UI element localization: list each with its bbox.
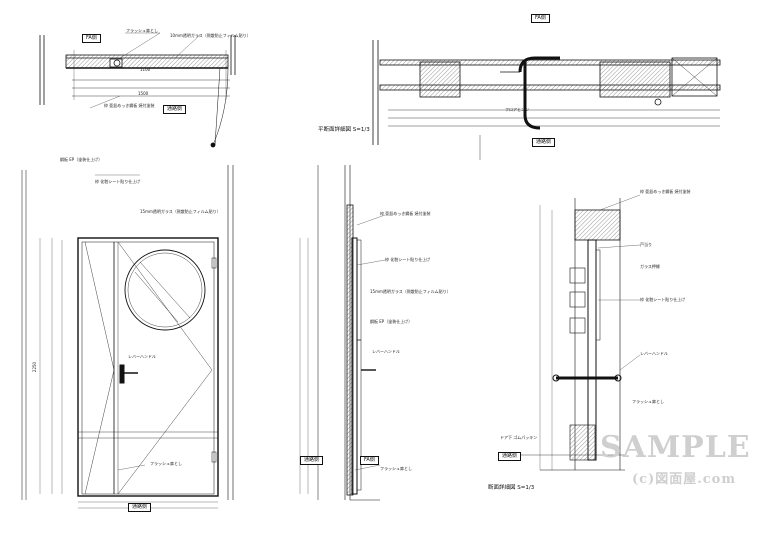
fa-side-tag-left: FA側 [82,34,101,43]
watermark-copyright: (c)図面屋.com [632,472,737,487]
dim-1100: 1100 [140,67,151,72]
note-flush-door-detail: フラッシュ扉とし [632,399,664,404]
corridor-tag-detail: 通路側 [498,452,522,461]
leader-lines [89,32,641,471]
plan-title: 平断面詳細図 S=1/3 [318,127,370,133]
corridor-tag-right: 通路側 [532,138,556,147]
note-handle: レバーハンドル [128,354,156,359]
door-section-detail [520,198,625,471]
note-flush-door-elev: フラッシュ扉とし [150,461,182,466]
note-floor-hinge: フロアヒンジ [505,107,529,112]
fa-side-tag-right: FA側 [531,14,550,23]
section-title: 断面詳細図 S=1/3 [488,485,535,491]
plan-view-left [39,35,236,148]
note-flush-door: フラッシュ扉とし [126,28,158,33]
note-steel-section: 鋼板 EP（塗装仕上げ） [370,319,413,324]
note-stopper-detail: 戸当り [640,242,652,247]
door-elevation [21,165,234,509]
note-flush-door-section: フラッシュ扉とし [380,466,412,471]
note-sheet-finish: 枠 化粧シート貼り仕上げ [95,179,141,184]
note-handle-section: レバーハンドル [372,349,400,354]
note-sheet-detail: 枠 化粧シート貼り仕上げ [640,297,686,302]
corridor-tag-left: 通路側 [163,105,187,114]
note-bottom-seal: ドア下 ゴムパッキン [500,435,538,440]
dim-2250: 2250 [32,361,38,373]
note-frame: 枠 亜鉛めっき鋼板 焼付塗装 [104,103,155,108]
note-handle-detail: レバーハンドル [640,351,668,356]
corridor-tag-section: 通路側 [300,456,324,465]
note-frame-section: 枠 亜鉛めっき鋼板 焼付塗装 [380,211,431,216]
corridor-tag-elevation: 通路側 [128,503,152,512]
note-frame-detail: 枠 亜鉛めっき鋼板 焼付塗装 [640,189,691,194]
note-sheet-section: 枠 化粧シート貼り仕上げ [385,257,431,262]
dim-1500: 1500 [138,91,149,96]
plan-view-right [372,40,721,160]
note-glass-15mm: 15mm透明ガラス（飛散防止フィルム貼り） [140,209,221,214]
door-section-middle [299,165,380,501]
note-glass-fix-detail: ガラス押縁 [640,264,660,269]
fa-side-tag-section: FA側 [360,456,379,465]
watermark-sample: SAMPLE [600,430,751,465]
note-glass-10mm: 10mm透明ガラス（飛散防止フィルム貼り） [170,33,251,38]
note-steel-ep: 鋼板 EP（塗装仕上げ） [60,157,103,162]
note-glass-section: 15mm透明ガラス（飛散防止フィルム貼り） [370,289,451,294]
